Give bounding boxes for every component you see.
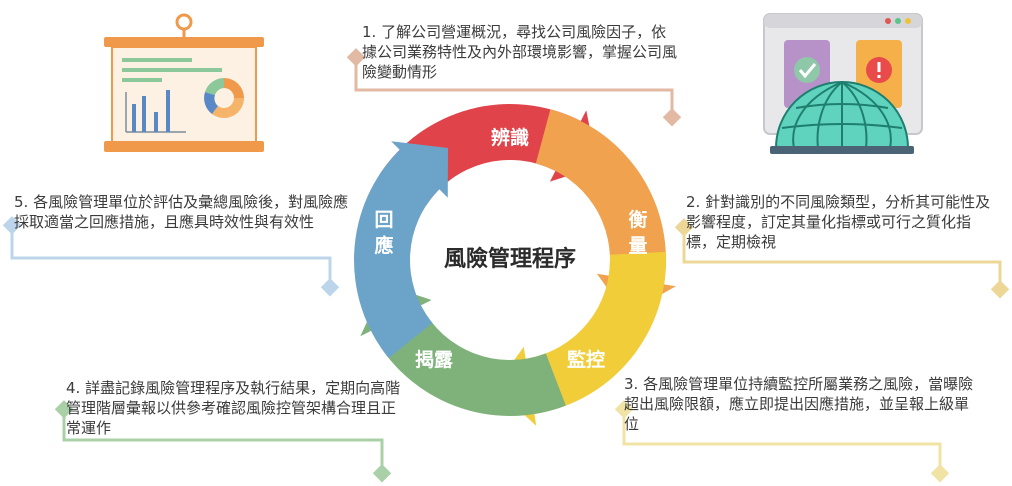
step-text: 了解公司營運概況，尋找公司風險因子，依據公司業務特性及內外部環境影響，掌握公司風… (362, 23, 678, 81)
stage-label-measure-char: 量 (628, 235, 647, 257)
diamond-marker (2, 216, 22, 235)
step-number: 1. (362, 23, 377, 41)
stage-label-measure-char: 衡 (628, 208, 647, 231)
step-note-1: 1. 了解公司營運概況，尋找公司風險因子，依據公司業務特性及內外部環境影響，掌握… (362, 22, 680, 82)
connector-line-4 (62, 410, 384, 474)
diamond-marker (674, 218, 694, 237)
stage-label-monitor: 監控 (567, 348, 605, 371)
connector-line-1 (354, 58, 674, 118)
warning-icon (866, 57, 892, 83)
step-note-5: 5. 各風險管理單位於評估及彙總風險後，對風險應採取適當之回應措施，且應具時效性… (14, 192, 354, 232)
text-line (122, 68, 222, 72)
step-note-4: 4. 詳盡記錄風險管理程序及執行結果，定期向高階管理階層彙報以供參考確認風險控管… (66, 378, 406, 438)
diamond-marker (614, 400, 634, 419)
presentation-board-icon (104, 13, 264, 152)
step-note-3: 3. 各風險管理單位持續監控所屬業務之風險，當曝險超出風險限額，應立即提出因應措… (624, 374, 974, 434)
diamond-marker (990, 280, 1010, 299)
cycle-ring (353, 103, 676, 426)
stage-label-respond-char: 回 (374, 209, 393, 231)
connector-lines (10, 58, 1002, 474)
center-title: 風險管理程序 (444, 246, 576, 272)
text-line (122, 58, 192, 62)
connector-line-3 (622, 410, 942, 474)
step-text: 各風險管理單位於評估及彙總風險後，對風險應採取適當之回應措施，且應具時效性與有效… (14, 193, 349, 231)
diamond-marker (346, 48, 366, 67)
ring-segment-respond (353, 141, 448, 359)
stage-label-respond: 回應 (374, 209, 393, 257)
stage-label-identify: 辨識 (491, 126, 529, 149)
diamond-marker (930, 464, 950, 483)
diamond-marker (320, 278, 340, 297)
step-number: 2. (686, 193, 701, 211)
globe-icon (770, 81, 914, 154)
bar-chart-icon (125, 90, 186, 133)
donut-chart-icon (204, 78, 244, 118)
diamond-marker (662, 108, 682, 127)
text-line (122, 78, 162, 82)
check-icon (794, 57, 820, 83)
diamond-marker (372, 464, 392, 483)
stage-label-respond-char: 應 (374, 234, 393, 257)
connector-line-2 (682, 228, 1002, 290)
step-text: 各風險管理單位持續監控所屬業務之風險，當曝險超出風險限額，應立即提出因應措施，並… (624, 375, 974, 433)
stage-label-disclose: 揭露 (415, 348, 454, 371)
step-number: 3. (624, 375, 639, 393)
step-text: 針對識別的不同風險類型，分析其可能性及影響程度，訂定其量化指標或可行之質化指標，… (686, 193, 991, 251)
step-text: 詳盡記錄風險管理程序及執行結果，定期向高階管理階層彙報以供參考確認風險控管架構合… (66, 379, 401, 437)
step-number: 4. (66, 379, 81, 397)
step-note-2: 2. 針對識別的不同風險類型，分析其可能性及影響程度，訂定其量化指標或可行之質化… (686, 192, 996, 252)
step-number: 5. (14, 193, 29, 211)
connector-line-5 (10, 226, 332, 288)
stage-label-measure: 衡量 (628, 208, 647, 257)
browser-window-icon (763, 13, 923, 154)
